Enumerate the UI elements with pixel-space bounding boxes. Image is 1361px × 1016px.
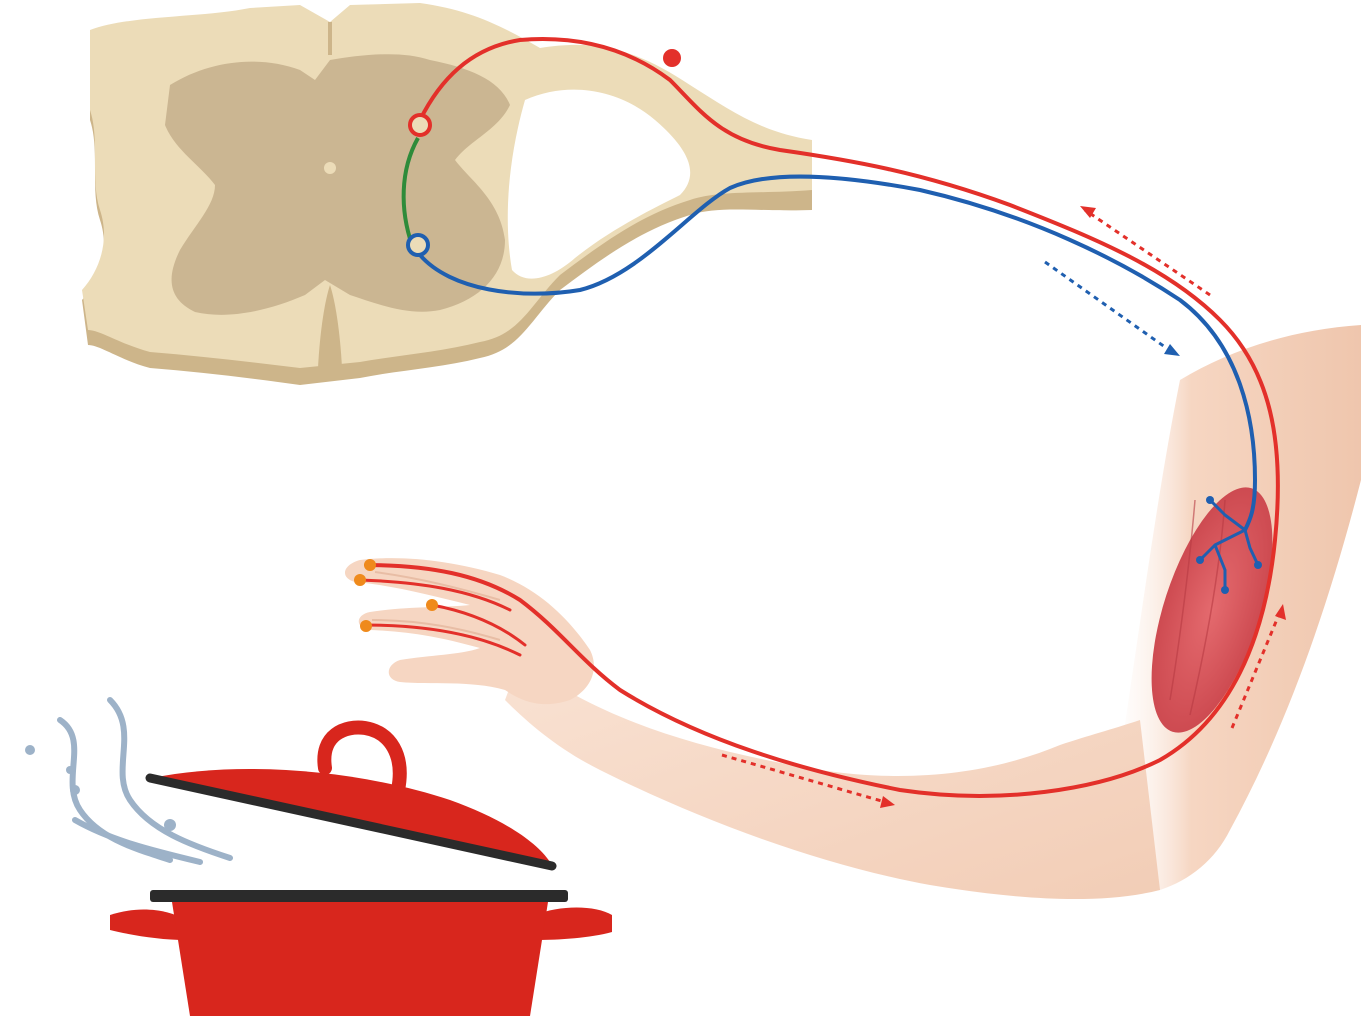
arm: [345, 325, 1361, 899]
receptor-dot: [354, 574, 366, 586]
hot-pot: [25, 700, 612, 1016]
receptor-dot: [364, 559, 376, 571]
spinal-cord-cross-section: [82, 3, 812, 385]
steam-drop: [25, 745, 35, 755]
pot-handle-left: [110, 910, 185, 940]
pot-rim: [150, 890, 568, 902]
forearm: [505, 660, 1160, 899]
receptor-dot: [426, 599, 438, 611]
pot-body: [172, 902, 548, 1016]
receptor-dot: [360, 620, 372, 632]
sensory-signal-arrow: [1085, 210, 1210, 295]
motor-neuron-cell-body: [408, 235, 428, 255]
steam-drop: [70, 785, 80, 795]
sensory-synapse-terminal: [410, 115, 430, 135]
steam-drop: [66, 766, 74, 774]
steam-drop: [164, 819, 176, 831]
central-canal: [324, 162, 336, 174]
motor-end-plate: [1221, 586, 1229, 594]
arrowhead-right: [1164, 344, 1180, 356]
motor-signal-arrow: [1045, 262, 1172, 352]
motor-end-plate: [1196, 556, 1204, 564]
motor-end-plate: [1254, 561, 1262, 569]
pot-handle-right: [535, 908, 612, 941]
motor-end-plate: [1206, 496, 1214, 504]
spinal-grey-matter: [165, 54, 510, 315]
dorsal-root-ganglion: [663, 49, 681, 67]
